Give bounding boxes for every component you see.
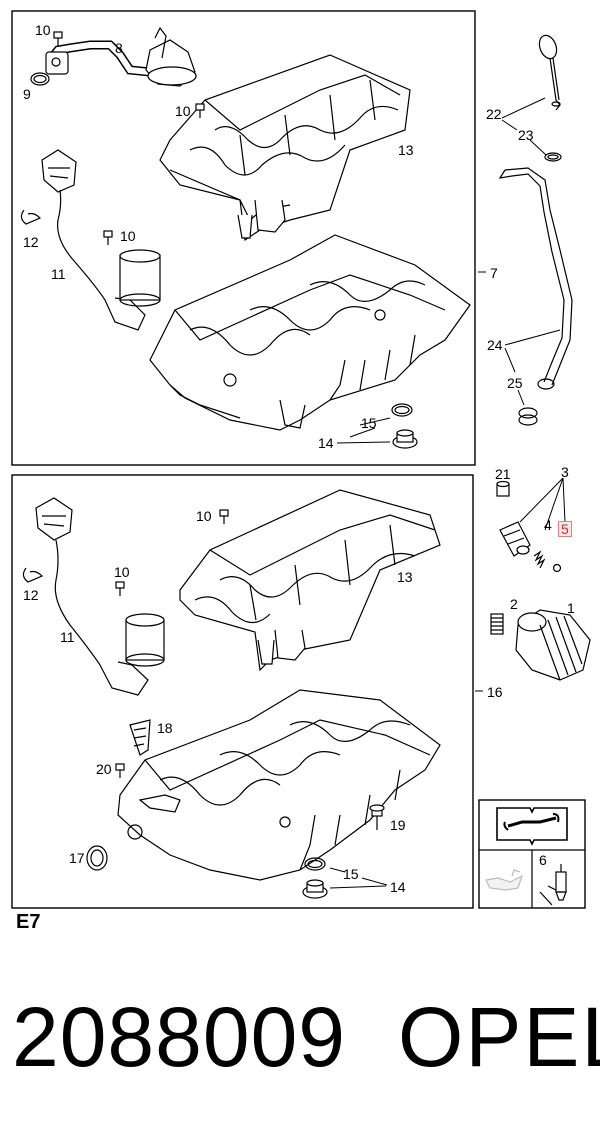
callout-10-e: 10 xyxy=(114,564,130,580)
oil-pressure-switch-icon xyxy=(539,864,567,906)
cap-21 xyxy=(496,480,510,497)
callout-17: 17 xyxy=(69,850,85,866)
callout-13-b: 13 xyxy=(397,569,413,585)
callout-1: 1 xyxy=(567,600,575,616)
callout-19: 19 xyxy=(390,817,406,833)
bolt-10-b xyxy=(195,103,205,118)
retaining-clip-12 xyxy=(20,209,42,225)
oil-level-sensor-lower xyxy=(35,497,165,696)
drain-plug-14-lower xyxy=(302,879,328,899)
baffle-plate-lower xyxy=(179,489,441,672)
seal-ring-17 xyxy=(86,845,108,871)
callout-11-b: 11 xyxy=(60,629,75,645)
baffle-18 xyxy=(129,719,151,756)
callout-3: 3 xyxy=(561,464,569,480)
drain-plug-14-upper xyxy=(392,429,418,449)
callout-21: 21 xyxy=(495,466,511,482)
o-ring-9 xyxy=(30,72,50,86)
ball-5 xyxy=(552,563,562,573)
callout-25: 25 xyxy=(507,375,523,391)
brand-name: OPEL xyxy=(398,990,600,1084)
callout-23: 23 xyxy=(518,127,534,143)
callout-12-b: 12 xyxy=(23,587,39,603)
leader-lines-lower xyxy=(329,690,483,889)
callout-10-b: 10 xyxy=(175,103,191,119)
callout-7: 7 xyxy=(490,265,498,281)
dipstick-guide-tube xyxy=(498,167,573,390)
bolt-19 xyxy=(369,804,385,830)
valve-body-3 xyxy=(499,521,531,557)
callout-13-a: 13 xyxy=(398,142,414,158)
callout-5-highlighted[interactable]: 5 xyxy=(558,521,572,537)
lower-assembly-frame xyxy=(11,474,474,909)
callout-2: 2 xyxy=(510,596,518,612)
callout-15-a: 15 xyxy=(361,415,377,431)
callout-8: 8 xyxy=(115,40,123,56)
callout-12-a: 12 xyxy=(23,234,39,250)
oil-dipstick xyxy=(538,34,562,162)
part-number: 2088009 xyxy=(12,990,347,1084)
dipstick-o-ring-23 xyxy=(544,152,562,162)
callout-10-c: 10 xyxy=(120,228,136,244)
leader-lines-valve xyxy=(519,477,566,531)
oil-level-sensor xyxy=(41,149,161,331)
callout-9: 9 xyxy=(23,86,31,102)
oil-change-icon xyxy=(485,869,524,891)
upper-assembly-frame xyxy=(11,10,476,466)
bolt-10-a xyxy=(53,31,63,46)
callout-15-b: 15 xyxy=(343,866,359,882)
bolt-10-c xyxy=(103,230,113,245)
baffle-plate-upper xyxy=(159,54,411,242)
bolt-10-e xyxy=(115,581,125,596)
seal-15-lower xyxy=(304,857,326,871)
workshop-manual-icon xyxy=(496,807,568,846)
retaining-clip-12-lower xyxy=(22,567,44,583)
oil-filter-stud-2 xyxy=(490,613,504,635)
callout-16: 16 xyxy=(487,684,503,700)
oil-pickup-tube xyxy=(45,26,197,87)
leader-lines-dipstick xyxy=(501,97,561,406)
oil-pan-upper xyxy=(149,234,471,431)
callout-11-a: 11 xyxy=(51,266,66,282)
callout-20: 20 xyxy=(96,761,112,777)
callout-10-d: 10 xyxy=(196,508,212,524)
spring-4 xyxy=(533,550,546,569)
callout-14-b: 14 xyxy=(390,879,406,895)
section-label: E7 xyxy=(16,911,41,933)
bolt-20 xyxy=(115,763,125,778)
callout-22: 22 xyxy=(486,106,502,122)
callout-14-a: 14 xyxy=(318,435,334,451)
oil-pan-lower xyxy=(117,689,441,881)
callout-18: 18 xyxy=(157,720,173,736)
callout-4: 4 xyxy=(544,517,552,533)
callout-10-a: 10 xyxy=(35,22,51,38)
callout-6: 6 xyxy=(539,852,547,868)
oil-filter-1 xyxy=(515,609,591,681)
leader-lines-upper xyxy=(336,271,486,444)
bolt-10-d xyxy=(219,509,229,524)
seal-15-upper xyxy=(391,403,413,417)
tube-seal-25 xyxy=(518,407,538,426)
callout-24: 24 xyxy=(487,337,503,353)
